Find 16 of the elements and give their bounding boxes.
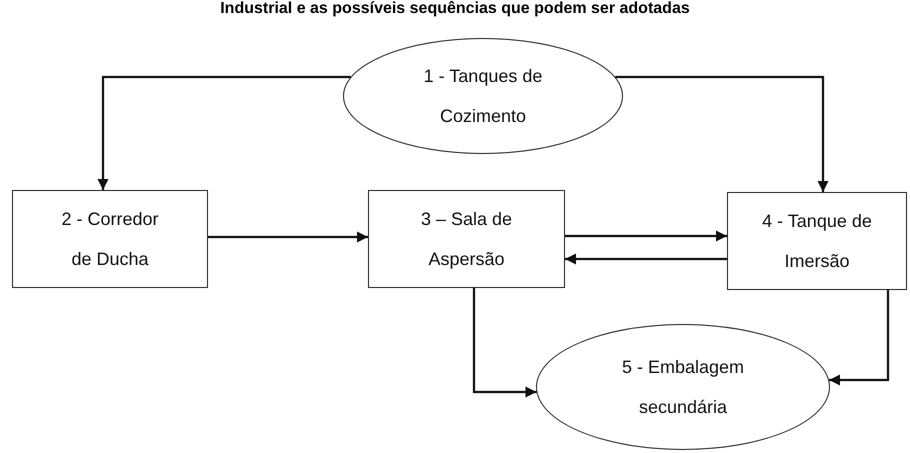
node-label: 1 - Tanques de Cozimento <box>423 65 543 128</box>
diagram-title: Industrial e as possíveis sequências que podem ser adotadas <box>219 0 691 18</box>
arrow <box>565 254 727 264</box>
process-box <box>727 192 907 290</box>
node-label: 3 – Sala de Aspersão <box>420 208 514 271</box>
process-box <box>368 190 565 288</box>
arrow <box>472 288 536 398</box>
arrow <box>565 230 727 242</box>
arrow <box>208 232 368 242</box>
process-box <box>12 190 208 288</box>
arrow <box>829 290 890 386</box>
node-label: 2 - Corredor de Ducha <box>60 208 160 271</box>
arrow <box>98 76 351 190</box>
node-label: 4 - Tanque de Imersão <box>761 210 873 273</box>
arrow <box>615 76 828 192</box>
node-label: 5 - Embalagem secundária <box>620 356 746 419</box>
